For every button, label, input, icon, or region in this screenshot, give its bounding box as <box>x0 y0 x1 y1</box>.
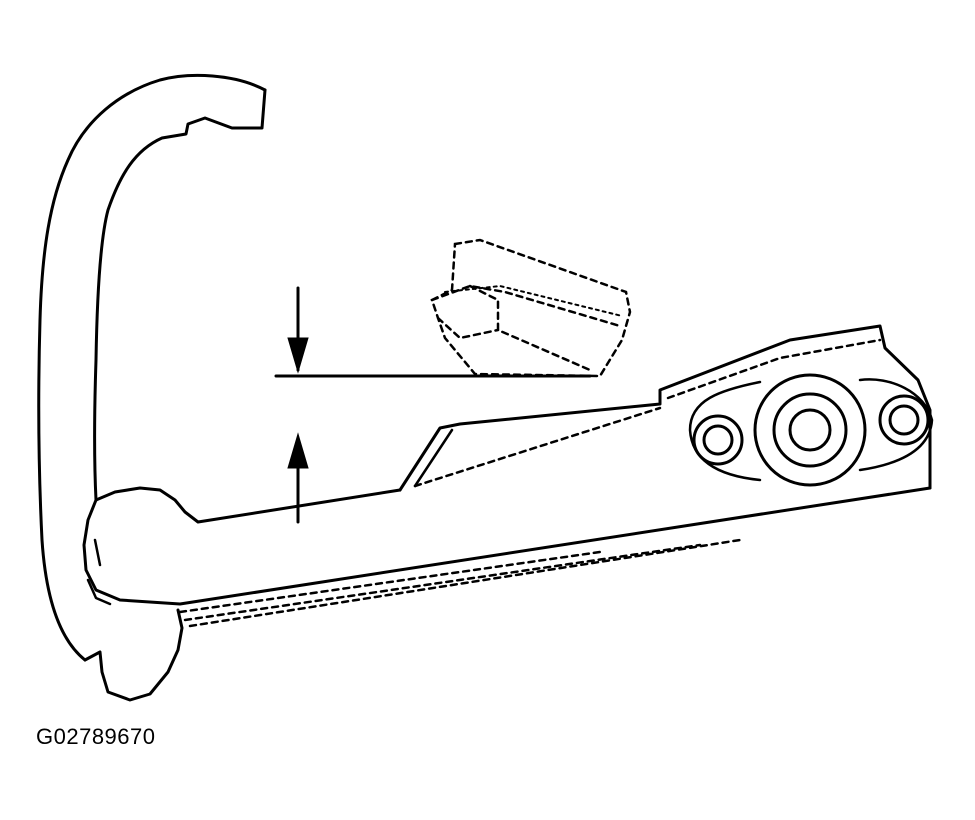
pedal-arm-body <box>82 486 932 628</box>
clearance-dimension <box>274 286 592 524</box>
dimension-arrow-top-head <box>287 337 309 374</box>
dimension-arrow-bottom-head <box>287 432 309 469</box>
mounting-hole-right <box>878 394 930 446</box>
pedal-arm-curve <box>37 73 267 702</box>
figure-id-label: G02789670 <box>36 724 156 749</box>
pedal-arm-upper-edge <box>398 324 932 492</box>
mounting-hole-left <box>692 414 744 466</box>
pad-block <box>430 238 632 378</box>
pivot-boss <box>688 373 934 487</box>
